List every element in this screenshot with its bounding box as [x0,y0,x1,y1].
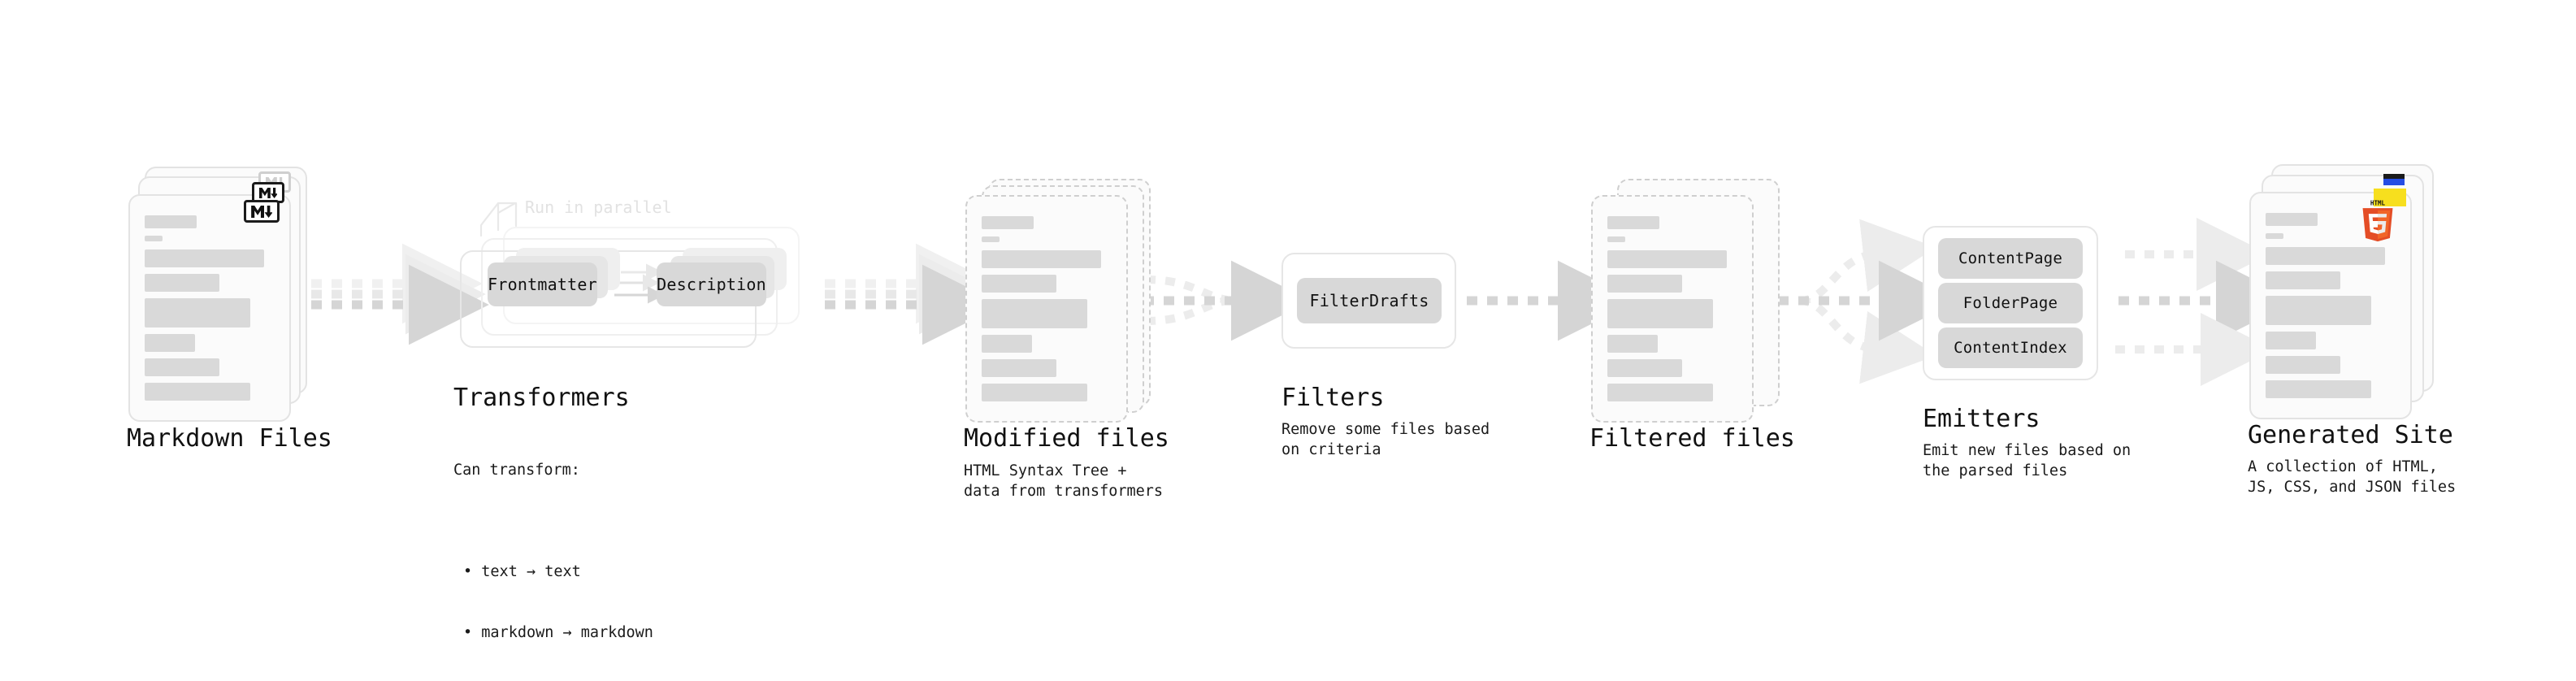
doc-line [145,298,250,327]
doc-line [982,384,1087,401]
doc-line [982,299,1087,328]
doc-line [2266,356,2340,374]
filtered-card-front [1591,195,1754,423]
arrow-filtered-to-emitters [1778,219,1959,384]
doc-line [145,334,195,352]
transformers-bullet-list: • text → text • markdown → markdown • ht… [453,521,653,681]
generated-site-caption: A collection of HTML, JS, CSS, and JSON … [2248,458,2457,496]
stage-title-markdown-files: Markdown Files [127,424,332,453]
transformers-bullet: • text → text [463,563,581,580]
doc-line [982,275,1056,293]
stage-title-filtered-files: Filtered files [1589,424,1795,453]
transformers-caption-lead: Can transform: [453,462,580,479]
html5-glyph: HTML [2362,200,2393,242]
doc-line [982,335,1032,353]
doc-line [982,250,1101,268]
transformer-chip-frontmatter[interactable]: Frontmatter [488,262,597,306]
doc-line [2266,213,2318,226]
doc-line [1607,335,1658,353]
doc-line [1607,216,1659,229]
markdown-glyph [259,187,277,198]
doc-line [2266,247,2385,265]
doc-line [982,216,1034,229]
markdown-glyph [251,205,272,218]
doc-line [982,359,1056,377]
doc-line [2266,233,2283,239]
stage-title-filters: Filters [1281,384,1385,412]
stage-title-transformers: Transformers [453,384,630,412]
doc-line [145,215,197,228]
doc-line [982,236,1000,242]
js-icon [2374,189,2406,206]
emitter-chip-contentpage[interactable]: ContentPage [1938,238,2083,279]
stage-title-generated-site: Generated Site [2248,421,2453,449]
doc-line [145,358,219,376]
run-in-parallel-label: Run in parallel [525,197,672,217]
filters-caption: Remove some files based on criteria [1281,421,1490,458]
doc-line [2266,332,2316,349]
doc-line [1607,299,1713,328]
doc-line [1607,275,1682,293]
doc-line [1607,384,1713,401]
css-icon [2383,174,2405,185]
modified-card-front [965,195,1128,423]
markdown-icon [244,200,280,223]
doc-line [1607,250,1727,268]
doc-line [2266,380,2371,398]
arrow-markdown-to-transformers [311,243,489,345]
svg-text:HTML: HTML [2370,200,2386,207]
html5-icon: HTML [2360,200,2396,245]
doc-line [1607,359,1682,377]
emitter-chip-folderpage[interactable]: FolderPage [1938,283,2083,323]
filter-chip-filterdrafts[interactable]: FilterDrafts [1297,278,1442,323]
emitter-chip-contentindex[interactable]: ContentIndex [1938,327,2083,368]
doc-line [2266,296,2371,325]
doc-line [145,274,219,292]
doc-line [145,249,264,267]
transformers-bullet: • markdown → markdown [463,624,653,641]
stage-title-modified-files: Modified files [964,424,1169,453]
transformers-caption: Can transform: • text → text • markdown … [453,419,653,681]
doc-line [145,383,250,401]
stage-title-emitters: Emitters [1923,405,2040,433]
doc-line [2266,271,2340,289]
arrow-transformers-to-modified [825,243,1003,345]
emitters-caption: Emit new files based on the parsed files [1923,442,2131,479]
doc-line [145,236,163,241]
transformer-chip-description[interactable]: Description [657,262,766,306]
doc-line [1607,236,1625,242]
modified-files-caption: HTML Syntax Tree + data from transformer… [964,462,1164,500]
markdown-card-front [128,194,291,422]
arrow-emitters-to-site [2115,218,2296,386]
